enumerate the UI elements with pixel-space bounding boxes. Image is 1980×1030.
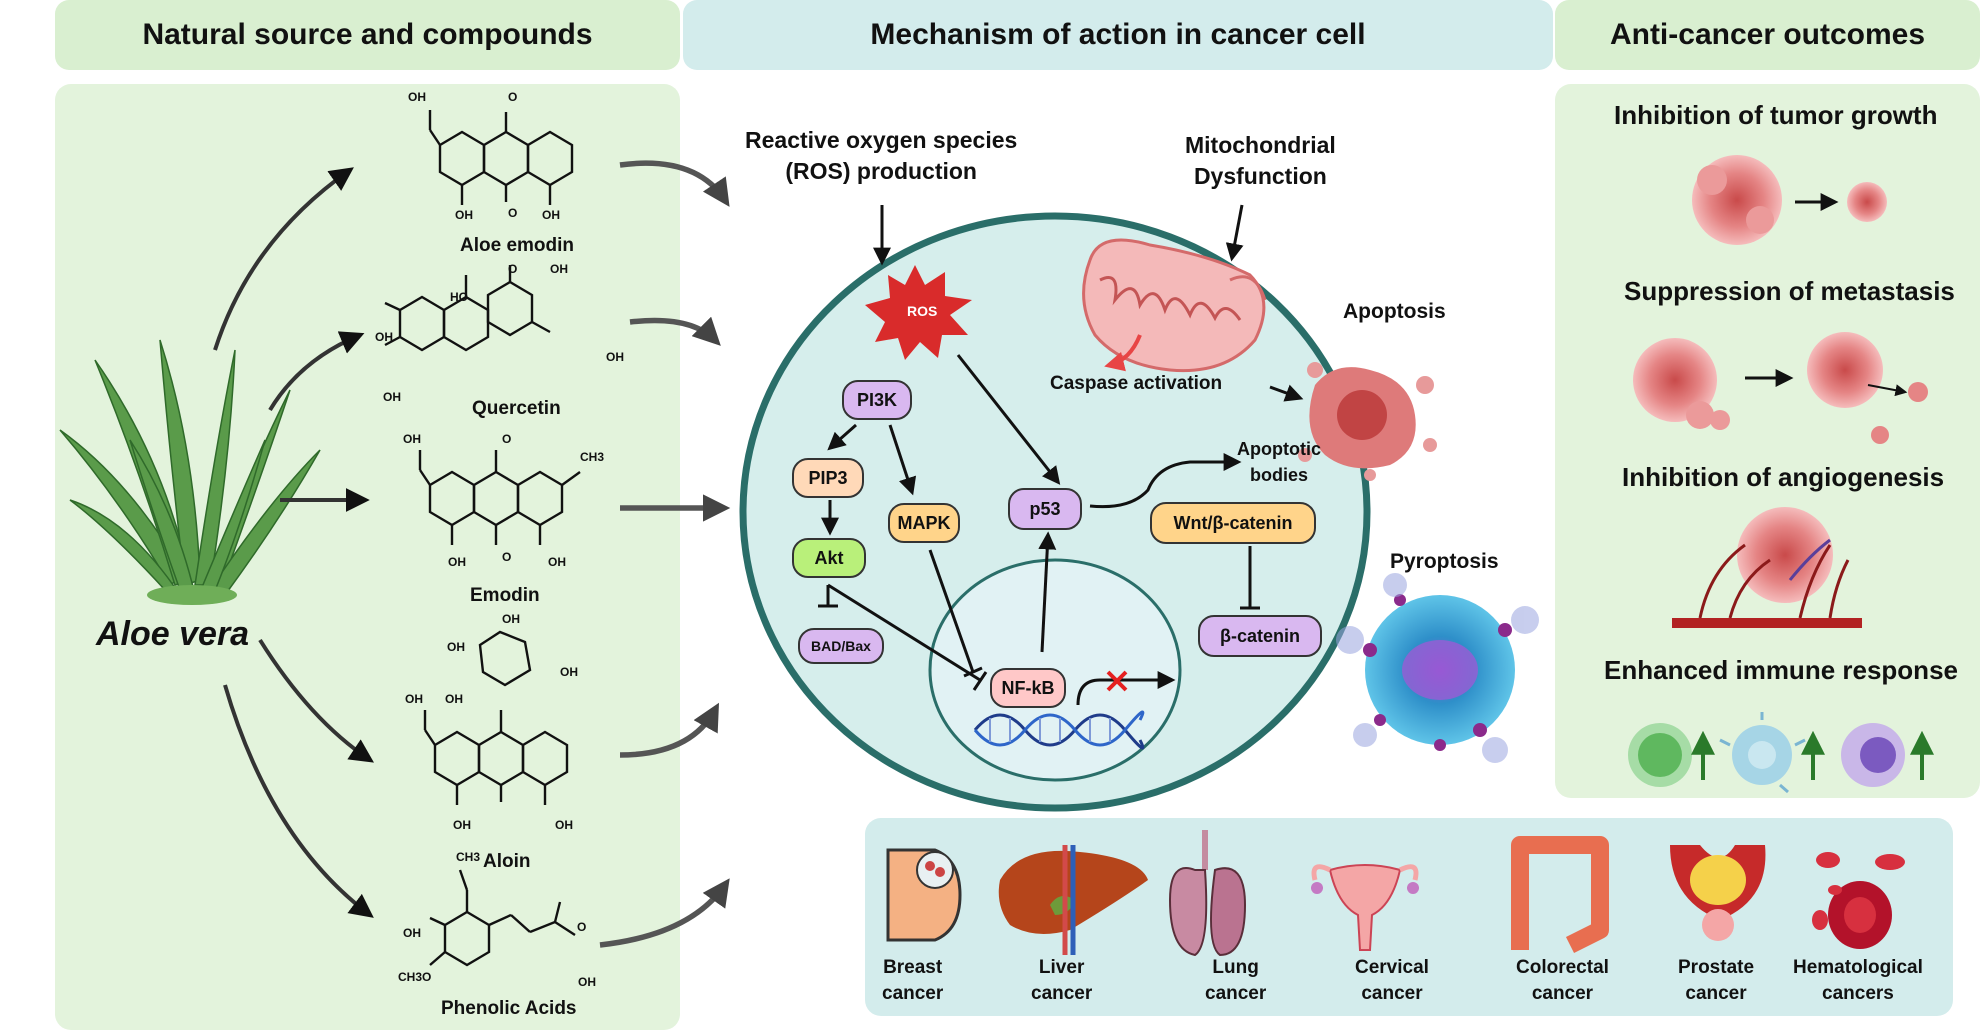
cancer-colorectal: Colorectal cancer [1516,957,1609,1004]
atom-oh: OH [455,208,473,222]
nfkb-node: NF-kB [990,668,1066,708]
pip3-node: PIP3 [792,458,864,498]
cancer-lung: Lung cancer [1205,957,1267,1004]
atom-oh: OH [383,390,401,404]
breast-icon [886,848,962,942]
atom-oh: OH [405,692,423,706]
compound-phenolic-acids: Phenolic Acids [441,998,577,1019]
atom-ho: HO [450,290,468,304]
outcome-immune-response: Enhanced immune response [1604,655,1958,685]
metastasis-icon [1633,332,1928,444]
outcome-metastasis: Suppression of metastasis [1624,276,1955,306]
ros-production-label: Reactive oxygen species (ROS) production [745,127,1018,184]
block-x-icon [1106,670,1128,692]
ros-label: ROS [907,303,938,319]
atom-oh: OH [445,692,463,706]
cancer-breast: Breast cancer [882,957,944,1004]
cancer-cervical: Cervical cancer [1355,957,1429,1004]
outcome-angiogenesis: Inhibition of angiogenesis [1622,462,1945,492]
atom-oh: OH [375,330,393,344]
blood-cells-icon [1812,852,1905,949]
plant-name: Aloe vera [96,615,250,653]
atom-o: O [508,206,518,220]
mapk-node: MAPK [888,503,960,543]
atom-o: O [577,920,587,934]
pyroptosis-label: Pyroptosis [1390,550,1499,573]
quercetin-structure [384,265,551,352]
atom-oh: OH [403,432,421,446]
caspase-activation-label: Caspase activation [1050,373,1223,394]
tumor-growth-icon [1692,155,1887,245]
atom-oh: OH [606,350,624,364]
atom-ch3: CH3 [456,850,481,864]
beta-catenin-node: β-catenin [1198,615,1322,657]
aloin-structure [423,630,569,805]
atom-oh: OH [548,555,566,569]
compound-structures [384,110,581,967]
atom-oh: OH [560,665,578,679]
apoptotic-bodies-label: Apoptotic bodies [1237,439,1321,485]
uterus-icon [1311,864,1419,951]
wnt-beta-catenin-node: Wnt/β-catenin [1150,502,1316,544]
prostate-icon [1670,845,1766,941]
phenolic-acid-structure [429,869,576,967]
atom-o: O [508,90,518,104]
atom-o: O [502,550,512,564]
atom-oh: OH [502,612,520,626]
atom-oh: OH [447,640,465,654]
aloe-vera-plant-icon [59,339,321,605]
atom-ch3o: CH3O [398,970,432,984]
aloe-emodin-structure [428,110,574,205]
outcome-tumor-growth: Inhibition of tumor growth [1614,100,1938,130]
ros-burst-icon [865,265,972,360]
atom-oh: OH [555,818,573,832]
apoptosis-label: Apoptosis [1343,300,1446,323]
atom-oh: OH [408,90,426,104]
atom-o: O [508,262,518,276]
compound-aloe-emodin: Aloe emodin [460,235,575,256]
header-outcomes: Anti-cancer outcomes [1555,0,1980,70]
compound-to-cell-arrows [599,160,731,948]
pi3k-node: PI3K [842,380,912,420]
atom-oh: OH [550,262,568,276]
atom-o: O [502,432,512,446]
plant-to-compound-arrows [213,167,374,918]
atom-oh: OH [542,208,560,222]
cancer-hematological: Hematological cancers [1793,957,1923,1004]
immune-response-icon [1628,712,1934,794]
atom-oh: OH [453,818,471,832]
header-natural-source: Natural source and compounds [55,0,680,70]
atom-ch3: CH3 [580,450,605,464]
compound-aloin: Aloin [483,851,531,872]
cancer-prostate: Prostate cancer [1678,957,1755,1004]
apoptotic-cell-icon [1298,362,1437,481]
atom-oh: OH [578,975,596,989]
mechanism-arrows [818,204,1304,706]
angiogenesis-icon [1672,507,1862,628]
mitochondrial-dysfunction-label: Mitochondrial Dysfunction [1185,132,1336,189]
mitochondrion-icon [1082,238,1267,373]
lungs-icon [1168,830,1247,957]
pyroptotic-cell-icon [1336,573,1539,763]
compound-emodin: Emodin [470,585,540,606]
compound-quercetin: Quercetin [472,398,561,419]
emodin-structure [418,450,581,545]
atom-oh: OH [448,555,466,569]
atom-oh: OH [403,926,421,940]
header-mechanism: Mechanism of action in cancer cell [683,0,1553,70]
liver-icon [998,845,1148,955]
colon-icon [1511,836,1609,954]
p53-node: p53 [1008,488,1082,530]
dna-helix-icon [973,710,1145,750]
cancer-liver: Liver cancer [1031,957,1093,1004]
akt-node: Akt [792,538,866,578]
bad-bax-node: BAD/Bax [798,628,884,664]
